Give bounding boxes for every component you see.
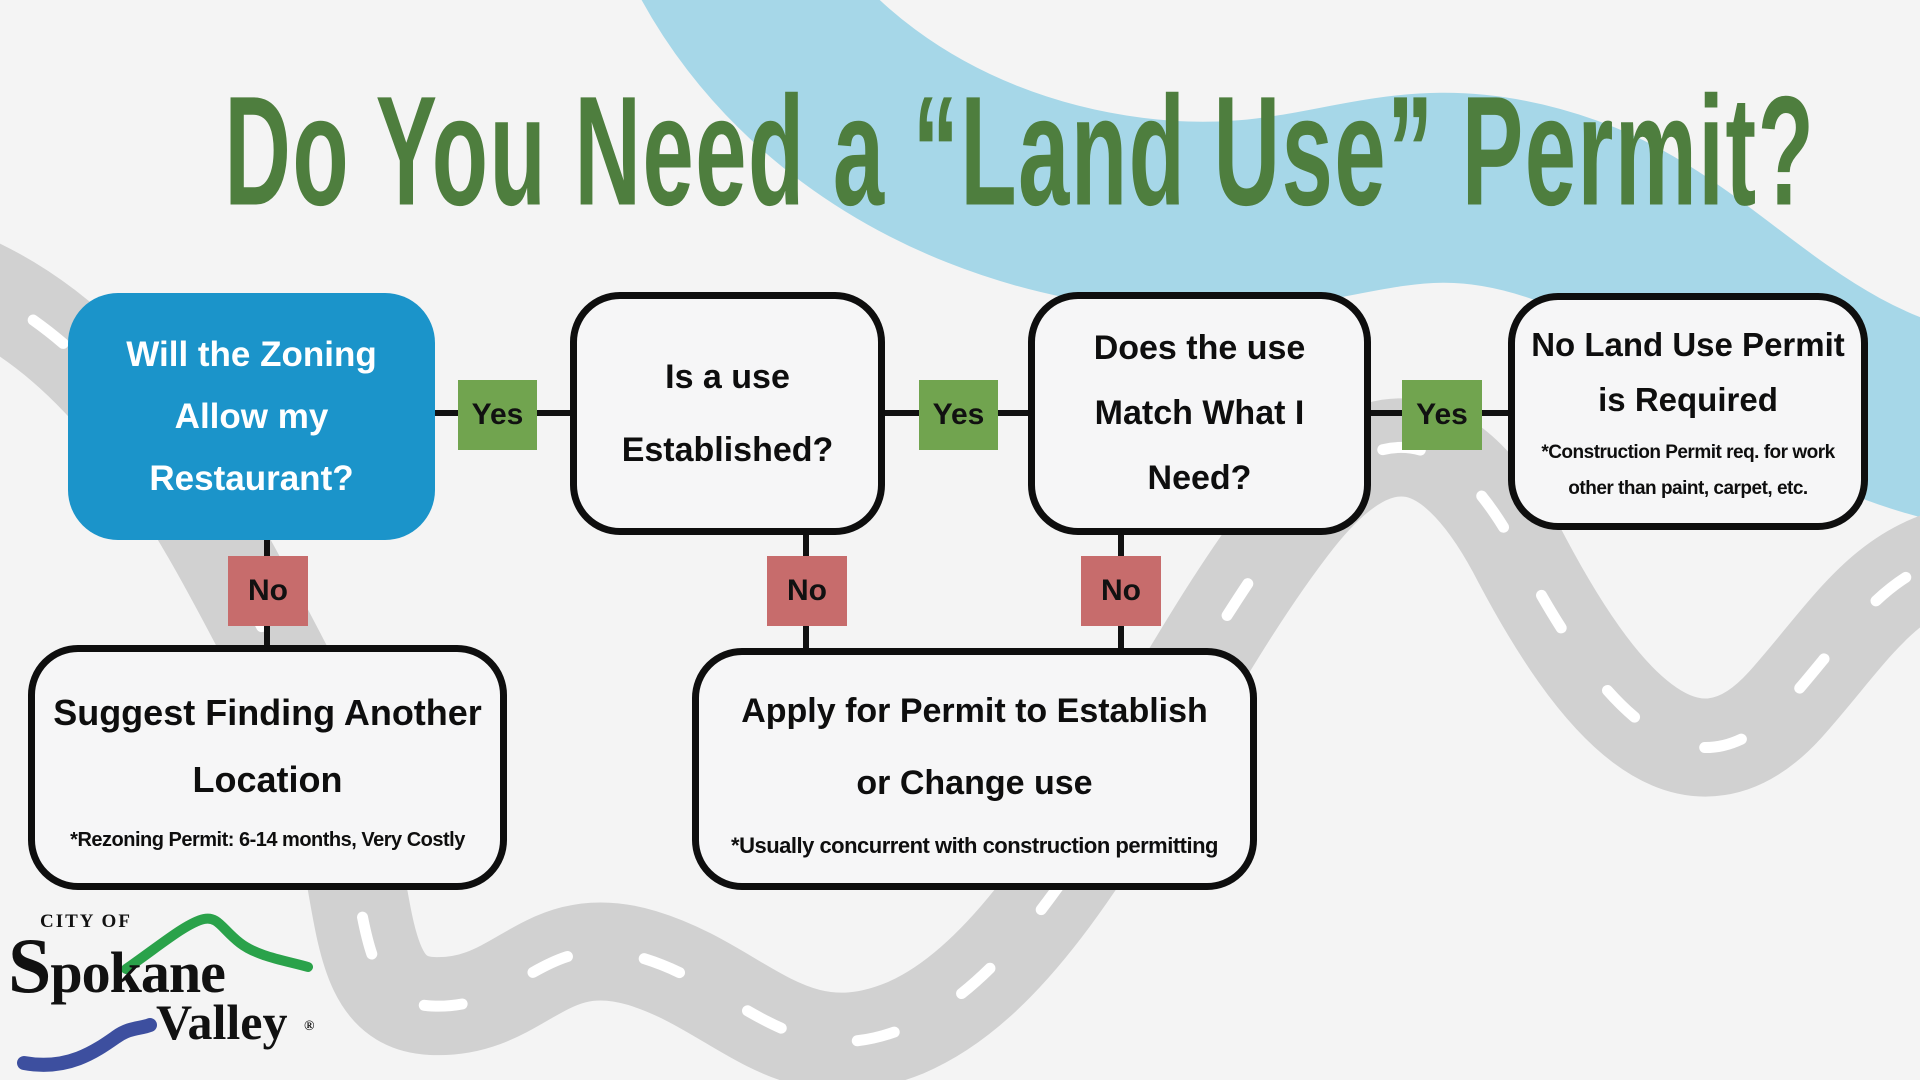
node-line: Need? [1147, 459, 1252, 497]
node-find-another-location: Suggest Finding Another Location *Rezoni… [28, 645, 507, 890]
no-label-3: No [1081, 556, 1161, 626]
node-line: Restaurant? [149, 458, 354, 498]
node-line: No Land Use Permit [1531, 325, 1845, 363]
logo-graphics [17, 913, 313, 1072]
logo-river-icon [17, 1018, 157, 1072]
logo-city-of-text: CITY OF [40, 911, 132, 932]
node-line: Does the use [1093, 329, 1306, 367]
node-apply-for-permit: Apply for Permit to Establish or Change … [692, 648, 1257, 890]
node-line: Suggest Finding Another [53, 691, 482, 733]
yes-label-2: Yes [919, 380, 998, 450]
no-label-2: No [767, 556, 847, 626]
yes-label-1: Yes [458, 380, 537, 450]
node-footnote: *Usually concurrent with construction pe… [731, 833, 1218, 858]
node-line: Will the Zoning [126, 334, 377, 374]
node-line: Is a use [665, 357, 790, 396]
logo-registered-mark: ® [304, 1019, 315, 1034]
spokane-valley-logo: CITY OF Spokane Valley ® [8, 905, 338, 1075]
logo-spokane-text: Spokane [8, 922, 226, 1009]
page-title: Do You Need a “Land Use” Permit? [0, 62, 1920, 239]
no-label-1: No [228, 556, 308, 626]
node-line: Established? [621, 430, 834, 469]
node-footnote: *Construction Permit req. for work other… [1541, 441, 1835, 499]
logo-mountain-icon [121, 913, 313, 974]
node-line: Apply for Permit to Establish [741, 692, 1208, 730]
node-zoning-question: Will the Zoning Allow my Restaurant? [68, 293, 435, 540]
node-line: Match What I [1094, 394, 1305, 432]
node-footnote: *Rezoning Permit: 6-14 months, Very Cost… [70, 828, 465, 851]
node-no-permit-required: No Land Use Permit is Required *Construc… [1508, 293, 1868, 530]
page-title-text: Do You Need a “Land Use” Permit? [224, 64, 1816, 239]
node-line: or Change use [856, 764, 1093, 802]
node-line: Allow my [174, 396, 329, 436]
node-use-established-question: Is a use Established? [570, 292, 885, 535]
node-line: is Required [1598, 380, 1778, 418]
yes-label-3: Yes [1402, 380, 1482, 450]
node-use-match-question: Does the use Match What I Need? [1028, 292, 1371, 535]
logo-valley-text: Valley [156, 994, 288, 1050]
node-line: Location [192, 758, 343, 800]
